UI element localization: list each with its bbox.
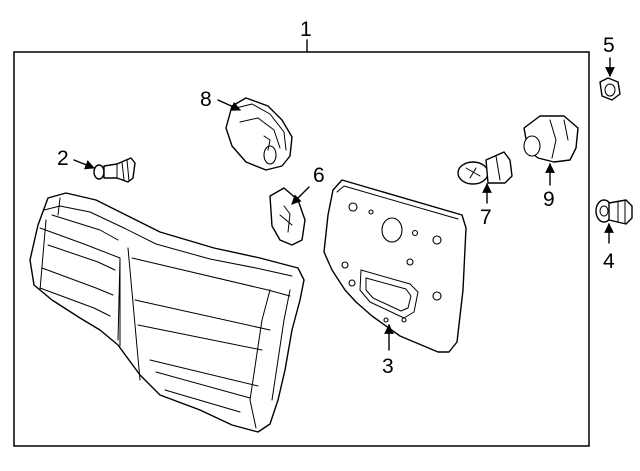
callout-7: 7 — [480, 206, 492, 229]
callout-6-leader — [291, 186, 310, 205]
callout-3: 3 — [382, 355, 394, 378]
callout-5: 5 — [603, 34, 615, 57]
bulb-socket-part-8 — [225, 97, 293, 171]
mounting-panel — [323, 179, 467, 353]
screw-part-2 — [93, 157, 136, 183]
callout-9: 9 — [543, 188, 555, 211]
grommet-part-4 — [595, 199, 633, 225]
callout-8-leader — [217, 99, 241, 111]
callout-2: 2 — [57, 147, 69, 170]
assembly-frame — [13, 51, 590, 447]
callout-8: 8 — [200, 88, 212, 111]
callout-6: 6 — [313, 164, 325, 187]
bulb-socket-part-9 — [523, 115, 579, 163]
callout-4: 4 — [603, 250, 615, 273]
bulb-part-7 — [457, 151, 513, 185]
callout-2-leader — [73, 159, 95, 170]
tail-lamp-housing — [29, 192, 305, 433]
callout-1: 1 — [300, 18, 312, 41]
nut-part-5 — [599, 77, 621, 101]
